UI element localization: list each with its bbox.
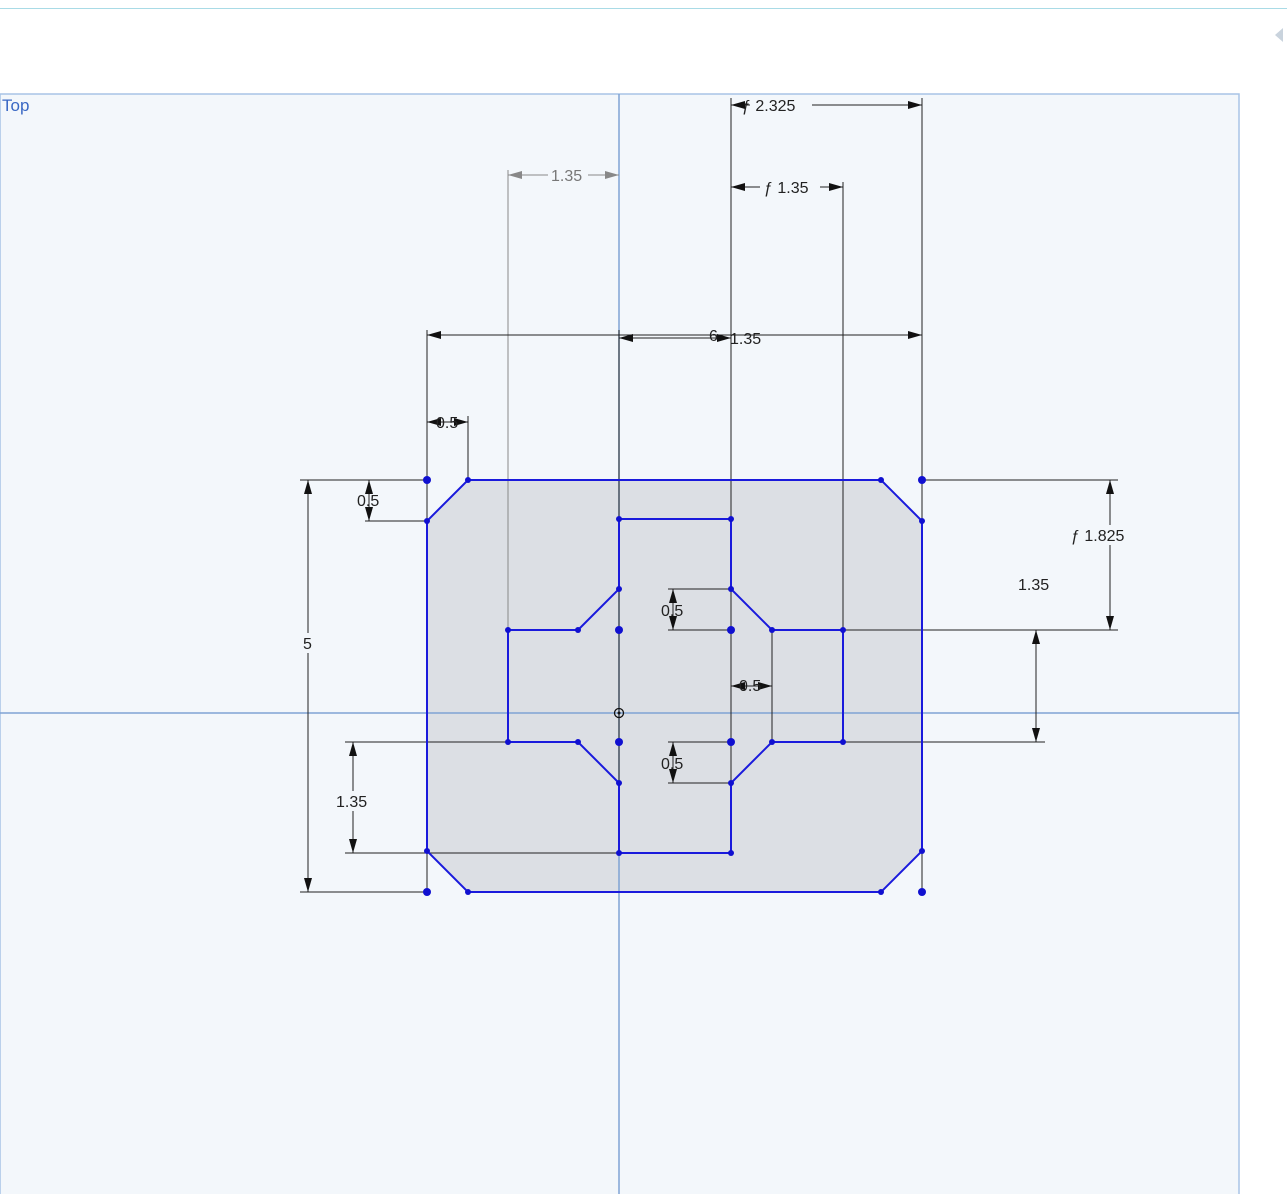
origin-icon[interactable] xyxy=(613,707,625,719)
dimension-chamfer-vertical[interactable]: 0.5 xyxy=(357,493,379,510)
dimension-center-1-35[interactable]: 1.35 xyxy=(730,331,761,348)
dimension-chamfer-horizontal[interactable]: 0.5 xyxy=(436,415,458,432)
view-label: Top xyxy=(2,96,29,115)
dimension-width-6[interactable]: 6 xyxy=(709,328,718,345)
dimension-left-1-35[interactable]: 1.35 xyxy=(336,794,367,811)
top-divider xyxy=(0,8,1287,9)
dimension-1-825[interactable]: ƒ 1.825 xyxy=(1071,528,1124,545)
dimension-right-1-35[interactable]: 1.35 xyxy=(1018,577,1049,594)
collapse-panel-icon[interactable] xyxy=(1275,28,1283,42)
dimension-height-5[interactable]: 5 xyxy=(303,636,312,653)
dimension-2-325[interactable]: ƒ 2.325 xyxy=(742,98,795,115)
dimension-inner-chamfer-bottom[interactable]: 0.5 xyxy=(661,756,683,773)
dimension-inner-chamfer-mid[interactable]: 0.5 xyxy=(739,678,761,695)
dimension-inner-chamfer-top[interactable]: 0.5 xyxy=(661,603,683,620)
dimension-1-35-driven[interactable]: ƒ 1.35 xyxy=(764,180,809,197)
dimension-1-35-construction[interactable]: 1.35 xyxy=(551,168,582,185)
sketch-points xyxy=(423,476,926,896)
sketch-region[interactable] xyxy=(427,480,922,892)
